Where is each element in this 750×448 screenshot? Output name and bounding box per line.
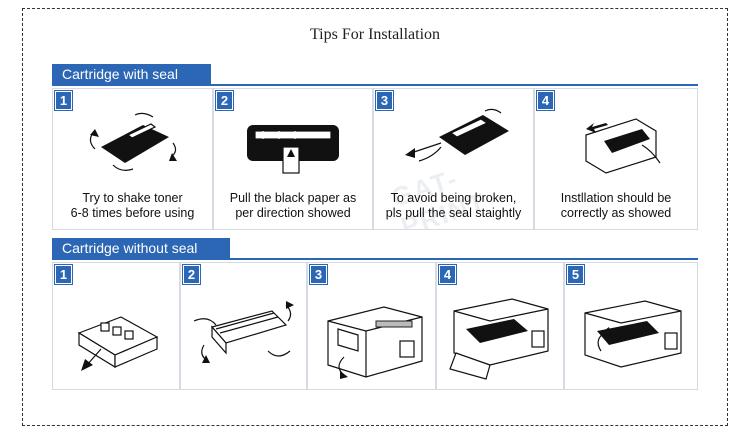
step-number: 3 xyxy=(376,91,393,110)
page-title: Tips For Installation xyxy=(309,26,441,43)
step-panel-noseal-3: 3 xyxy=(307,262,436,390)
shake-cartridge-illustration xyxy=(193,301,294,363)
step-caption: Try to shake toner 6-8 times before usin… xyxy=(70,191,195,220)
step-caption: Instllation should be correctly as showe… xyxy=(560,191,672,220)
step-number: 5 xyxy=(567,265,584,284)
step-number: 4 xyxy=(439,265,456,284)
section-heading-without-seal: Cartridge without seal xyxy=(52,238,230,259)
step-panel-noseal-4: 4 xyxy=(436,262,564,390)
dashed-frame xyxy=(22,8,728,426)
section-heading-with-seal: Cartridge with seal xyxy=(52,64,211,85)
insert-cartridge-illustration xyxy=(449,298,549,380)
step-panel-seal-4: 4 Instllation should be correctly as sho… xyxy=(534,88,698,230)
step-number: 2 xyxy=(216,91,233,110)
open-printer-illustration xyxy=(326,306,423,379)
step-caption: To avoid being broken, pls pull the seal… xyxy=(385,191,522,220)
step-caption: Pull the black paper as per direction sh… xyxy=(229,191,357,220)
step-panel-seal-1: 1 Try to shake toner 6-8 times before us… xyxy=(52,88,213,230)
step-panel-noseal-2: 2 xyxy=(180,262,307,390)
step-panel-seal-3: 3 GAT-PRINT To avoid being broken, pls p… xyxy=(373,88,534,230)
step-number: 2 xyxy=(183,265,200,284)
step-panel-noseal-1: 1 xyxy=(52,262,180,390)
step-number: 4 xyxy=(537,91,554,110)
step-number: 1 xyxy=(55,91,72,110)
close-printer-illustration xyxy=(584,300,682,368)
step-panel-seal-2: 2 Pull the black paper as per direction … xyxy=(213,88,373,230)
install-cartridge-illustration xyxy=(585,118,661,174)
shake-toner-illustration xyxy=(89,112,177,171)
section-rule xyxy=(52,258,698,260)
pull-paper-illustration xyxy=(247,125,339,174)
pull-seal-illustration xyxy=(404,108,509,162)
step-panel-noseal-5: 5 xyxy=(564,262,698,390)
step-number: 1 xyxy=(55,265,72,284)
step-number: 3 xyxy=(310,265,327,284)
section-rule xyxy=(52,84,698,86)
remove-packaging-illustration xyxy=(77,316,159,371)
